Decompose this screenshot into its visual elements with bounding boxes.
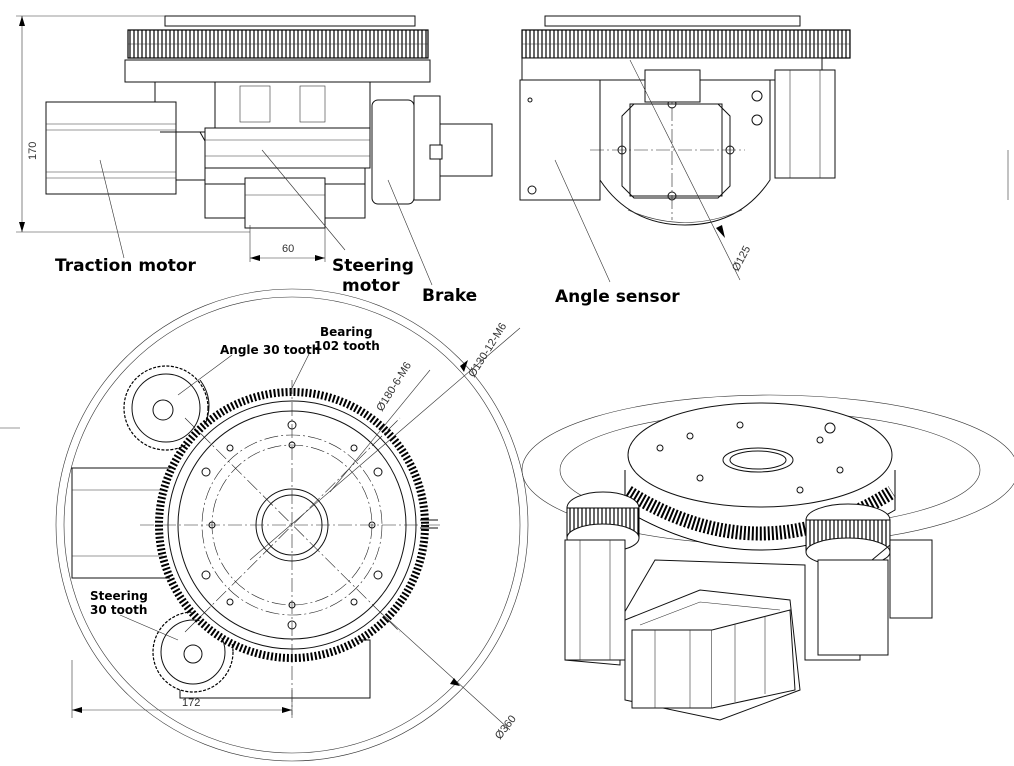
label-angle-sensor: Angle sensor [555,287,680,307]
label-steering-gear-line2: 30 tooth [90,603,147,617]
dimension-60: 60 [282,243,294,255]
label-steering-motor-line2: motor [342,276,400,296]
dimension-dia-180: Ø180-6-M6 [374,360,414,414]
label-steering-motor-line1: Steering [332,256,414,276]
dimension-170: 170 [27,142,39,160]
dimension-172: 172 [182,697,200,709]
label-brake: Brake [422,286,477,306]
label-steering-gear-line1: Steering [90,589,148,603]
side-view: 170 60 [16,15,493,286]
dimension-dia-130: Ø130-12-M6 [466,321,509,380]
isometric-view [521,394,1014,721]
label-angle-gear: Angle 30 tooth [220,343,320,357]
label-bearing-line2: 102 tooth [314,339,380,353]
dimension-dia-125: Ø125 [730,244,753,273]
front-view: Ø125 [519,15,1009,283]
label-bearing-line1: Bearing [320,325,373,339]
label-traction-motor: Traction motor [55,256,197,276]
dimension-dia-360: Ø360 [493,713,519,742]
top-view: Ø130-12-M6 Ø180-6-M6 Ø360 172 [0,288,529,762]
